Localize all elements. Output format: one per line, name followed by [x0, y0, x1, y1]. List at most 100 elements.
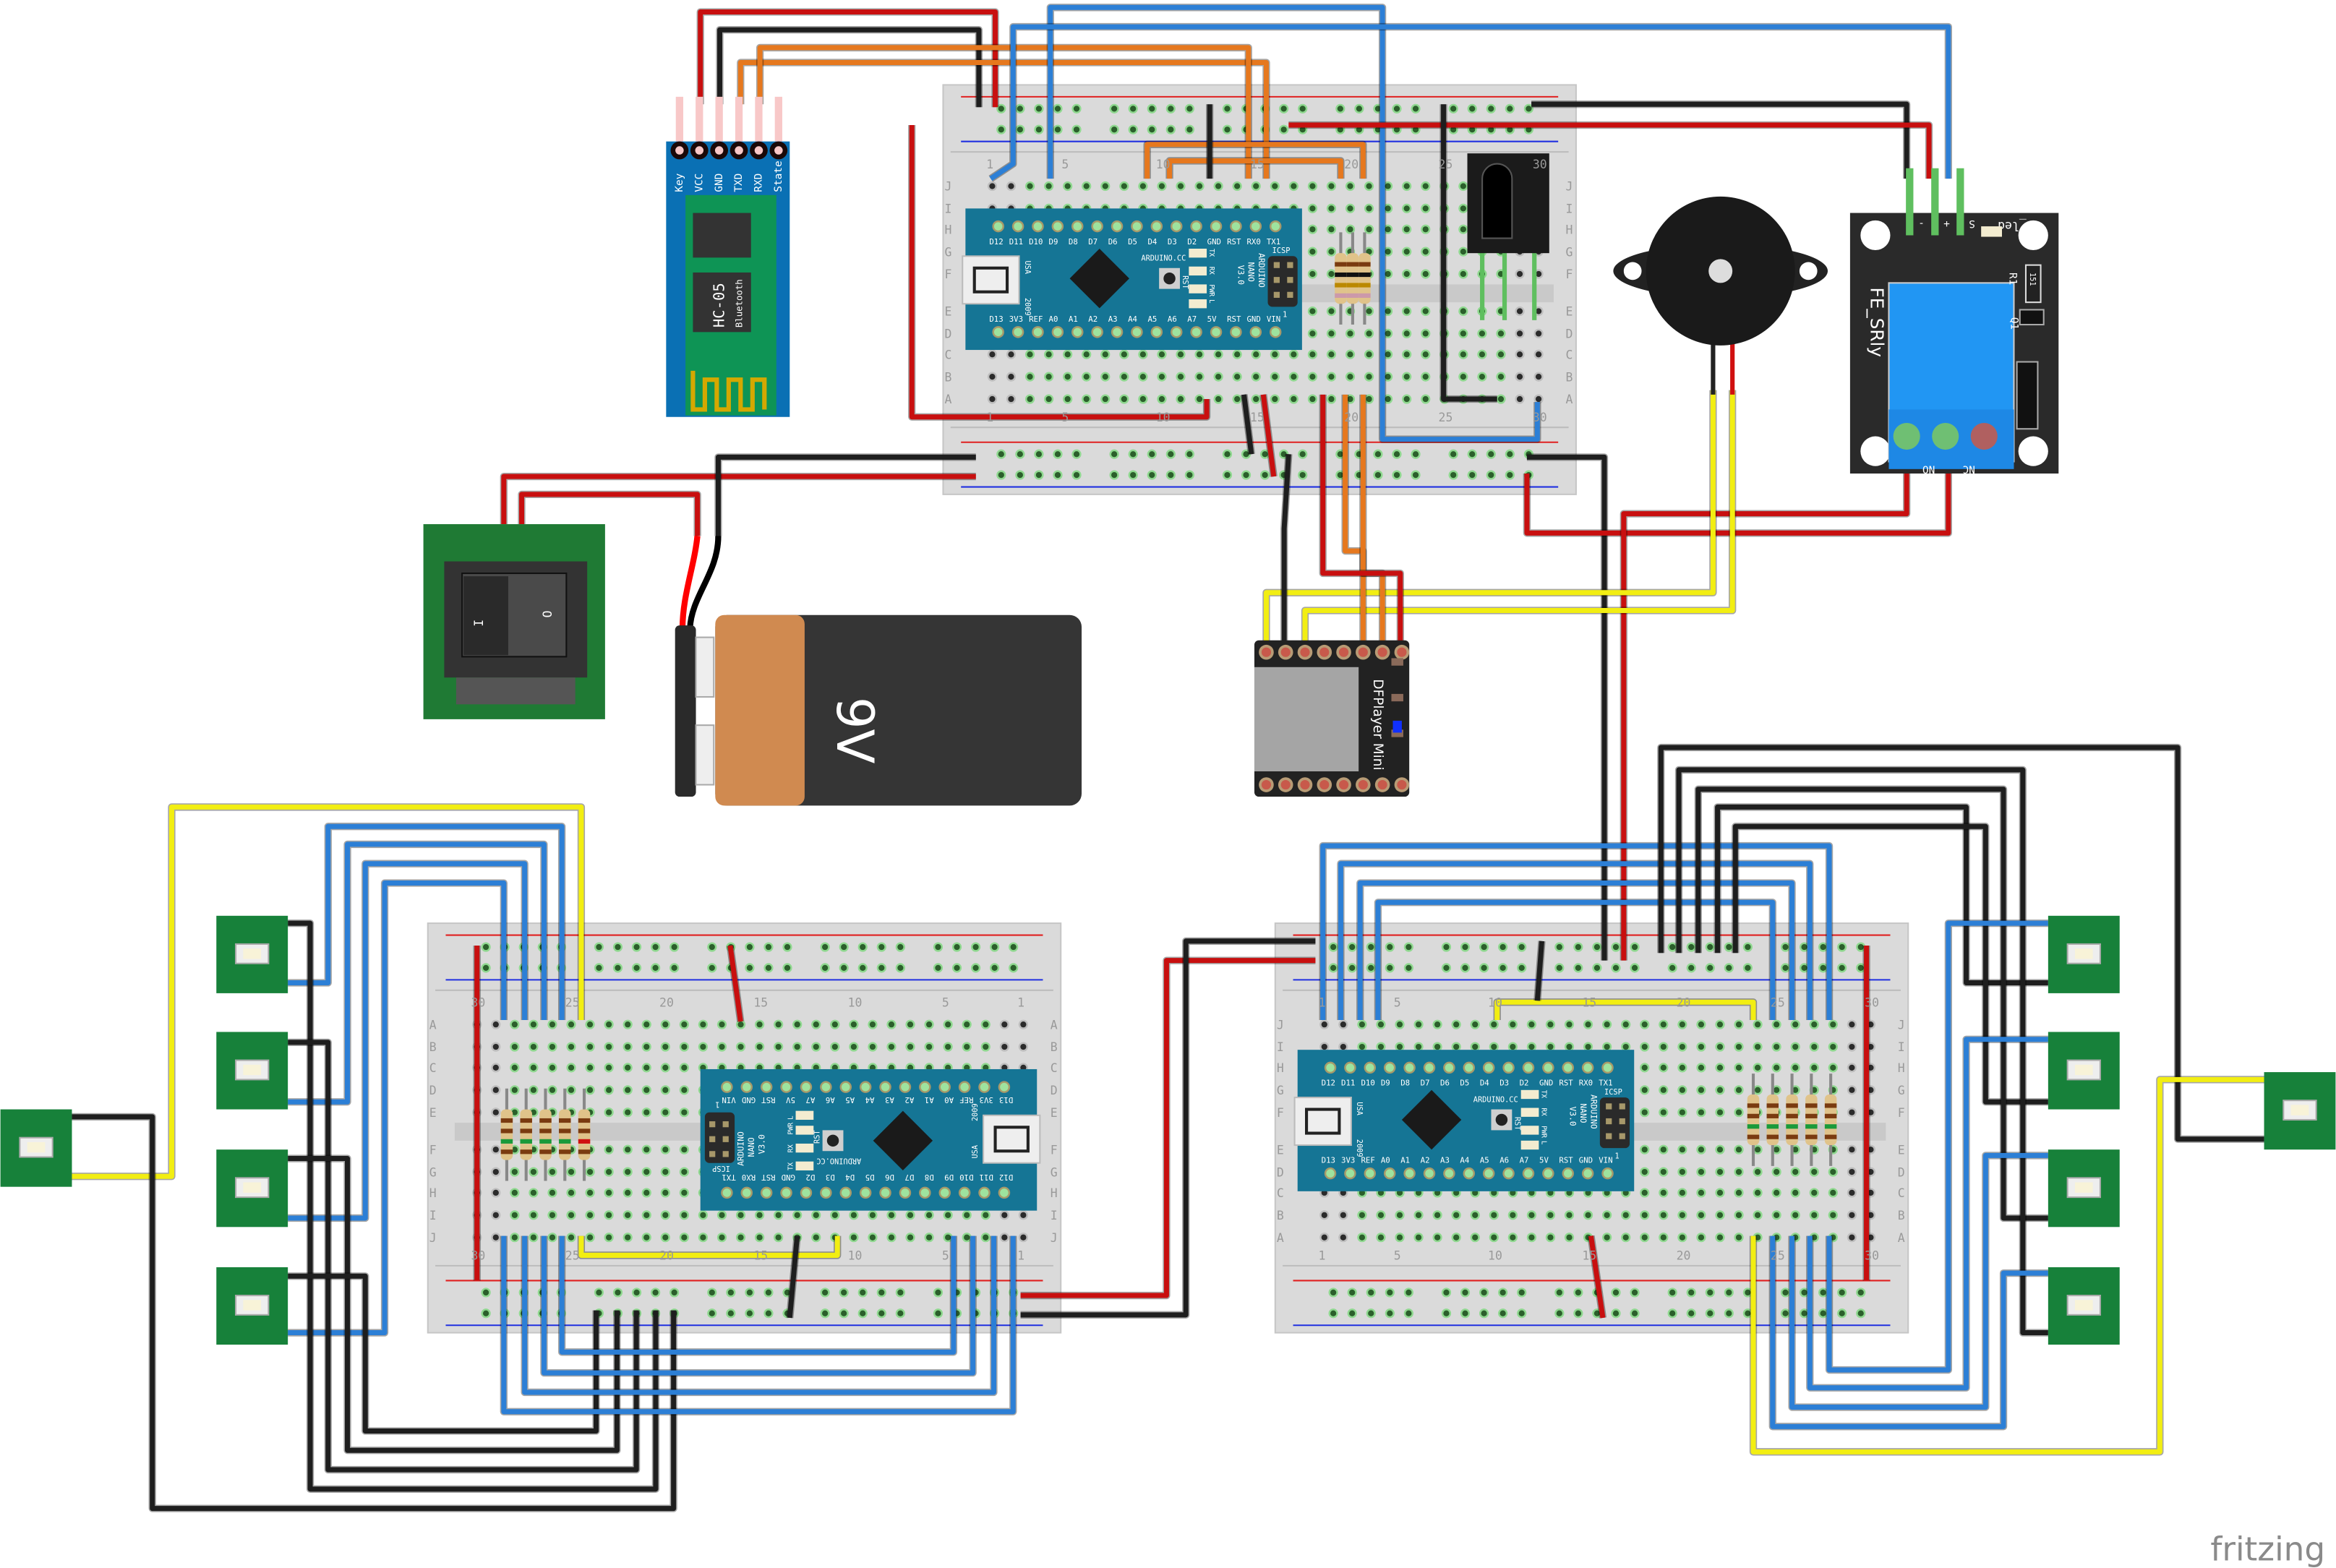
nano-pin-label: A1 [925, 1095, 934, 1105]
rail-hole [1374, 106, 1382, 112]
hole [1792, 1189, 1799, 1196]
usb-port [993, 1126, 1030, 1153]
hole [492, 1189, 499, 1196]
rail-hole [596, 943, 602, 951]
nano-pin-label: D6 [1108, 237, 1118, 247]
hole [1453, 1021, 1460, 1028]
hole [568, 1021, 575, 1028]
hole [1158, 183, 1165, 189]
hole [1422, 205, 1429, 212]
switch-base [455, 677, 576, 705]
rail-hole [765, 943, 772, 951]
nano-pin-label: D10 [1029, 237, 1043, 247]
rail-hole [1349, 1289, 1356, 1296]
hole [1679, 1168, 1685, 1175]
hole [1679, 1064, 1685, 1071]
relay-pin-label: - [1918, 218, 1925, 229]
hole [1754, 1064, 1761, 1071]
hole [1849, 1064, 1855, 1071]
nano-pin-label: RX0 [742, 1173, 756, 1182]
hole [1121, 374, 1127, 380]
hole [549, 1234, 556, 1241]
hole [1811, 1043, 1818, 1050]
nano-pin-label: RST [1227, 237, 1241, 247]
wire-black [1715, 804, 2048, 985]
hole [1566, 1234, 1573, 1241]
wire-red [698, 9, 998, 108]
rail-hole [1688, 1289, 1695, 1296]
hole [1491, 1234, 1497, 1241]
hole [1735, 1087, 1742, 1093]
hole [1754, 1168, 1761, 1175]
hole [1321, 1212, 1327, 1218]
rail-hole [746, 964, 753, 972]
nano-pin-label: A7 [805, 1095, 815, 1105]
rail-hole [998, 451, 1004, 458]
wire-black [1441, 104, 1497, 402]
rail-hole [1462, 1289, 1468, 1296]
rail-hole [822, 943, 829, 951]
rail-hole [615, 1289, 621, 1296]
rail-hole [1299, 106, 1306, 112]
hole [1403, 395, 1410, 403]
rail-hole [1820, 964, 1826, 972]
led-lens [27, 1141, 46, 1153]
hole [964, 1212, 970, 1218]
r1-label: R1 [2006, 273, 2018, 285]
hole [1849, 1087, 1855, 1093]
rail-hole [1130, 451, 1137, 458]
hole [625, 1021, 631, 1028]
on-led-label: ON_led [1998, 219, 2041, 233]
wire-black [1526, 454, 1607, 961]
rocker-switch: IO [423, 524, 605, 719]
hole [1528, 1234, 1535, 1241]
column-number: 15 [753, 1249, 768, 1263]
nano-pin [1113, 327, 1121, 337]
hole [1001, 1212, 1008, 1218]
hole [1328, 183, 1335, 189]
led-label: TX [1540, 1090, 1548, 1099]
hole [775, 1021, 782, 1028]
hole [1328, 374, 1335, 380]
hole [719, 1021, 725, 1028]
led-module [216, 1267, 288, 1345]
hole [1547, 1189, 1554, 1196]
wire-red [1588, 1235, 1606, 1319]
battery-cap [715, 614, 805, 806]
rail-hole [1612, 1310, 1620, 1316]
rail-hole [765, 964, 772, 972]
rail-hole [1462, 1310, 1468, 1316]
hole [1020, 1234, 1027, 1241]
hole [1472, 1189, 1479, 1196]
hole [925, 1234, 933, 1241]
hole [737, 1234, 744, 1241]
column-number: 1 [1017, 995, 1024, 1009]
hole [625, 1109, 631, 1115]
hole [586, 1021, 594, 1028]
hole [511, 1043, 518, 1050]
rail-hole [1280, 451, 1287, 458]
hole [586, 1189, 594, 1196]
hole [1347, 395, 1353, 403]
resistor-band [500, 1118, 513, 1123]
rail-hole [1010, 964, 1017, 972]
rail-hole [1507, 127, 1513, 133]
nano-pin [1073, 327, 1082, 337]
hole [850, 1043, 857, 1050]
hole [1535, 351, 1542, 358]
nano-pin [1524, 1169, 1533, 1178]
rail-hole [746, 1310, 753, 1316]
hole [1622, 1234, 1629, 1241]
hole [1867, 1021, 1874, 1028]
rail-hole [1499, 943, 1506, 951]
rail-hole [1443, 1310, 1450, 1316]
row-letter: F [945, 267, 952, 281]
hole [1415, 1043, 1422, 1050]
hole [925, 1021, 933, 1028]
rail-hole [1669, 964, 1676, 972]
hole [1774, 1021, 1780, 1028]
smd-part [1391, 693, 1403, 702]
icsp-pin [1273, 277, 1280, 283]
hole [1641, 1064, 1648, 1071]
hole [1460, 205, 1466, 212]
